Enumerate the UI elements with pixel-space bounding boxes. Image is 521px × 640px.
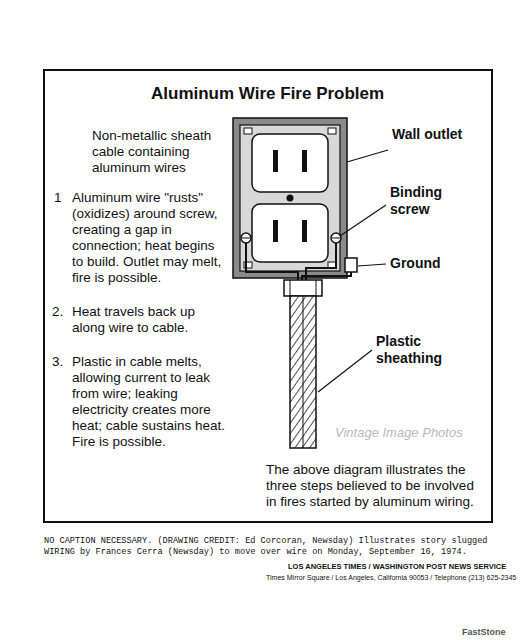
step-text: Heat travels back up along wire to cable… xyxy=(72,304,227,336)
part-label: Binding screw xyxy=(390,184,480,218)
part-label: Plastic sheathing xyxy=(376,333,466,367)
logo-watermark: FastStone xyxy=(462,624,506,640)
aluminum-wires xyxy=(246,243,351,284)
binding-screws xyxy=(241,233,357,272)
summary-note: The above diagram illustrates the three … xyxy=(266,462,484,510)
step-number: 3. xyxy=(52,354,63,370)
step-text: Plastic in cable melts, allowing current… xyxy=(72,354,227,450)
step-number: 2. xyxy=(52,304,63,320)
agency-address: Times Mirror Square / Los Angeles, Calif… xyxy=(266,573,516,582)
diagram-title: Aluminum Wire Fire Problem xyxy=(151,86,384,102)
step-text: Aluminum wire "rusts" (oxidizes) around … xyxy=(72,190,227,286)
cable-note: Non-metallic sheath cable containing alu… xyxy=(92,128,227,176)
watermark: Vintage Image Photos xyxy=(335,425,463,441)
part-label: Ground xyxy=(390,255,441,272)
part-label: Wall outlet xyxy=(392,126,472,143)
frame-border xyxy=(44,70,492,522)
step-number: 1 xyxy=(54,190,62,206)
wall-outlet xyxy=(233,118,347,278)
agency-name: LOS ANGELES TIMES / WASHINGTON POST NEWS… xyxy=(288,562,506,571)
credit-note: NO CAPTION NECESSARY. (DRAWING CREDIT: E… xyxy=(44,536,514,558)
cable xyxy=(284,280,322,448)
